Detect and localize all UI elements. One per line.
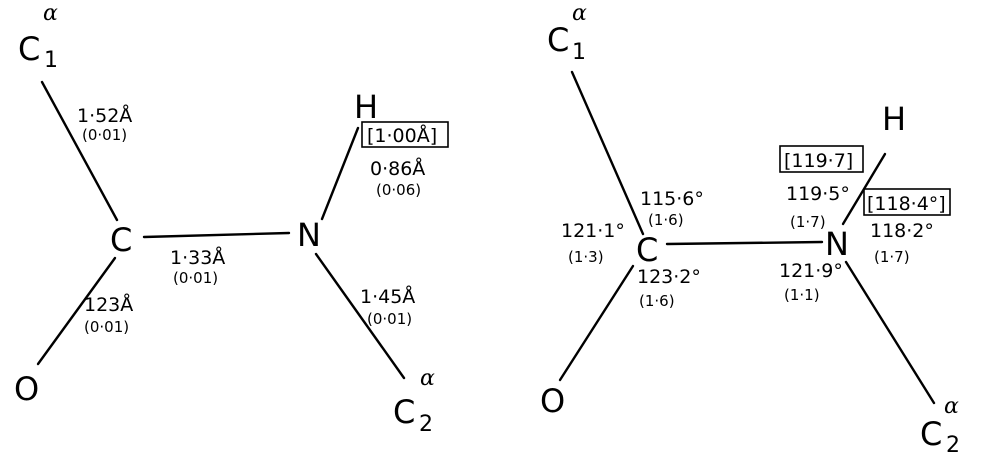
atom-symbol: C (547, 21, 569, 59)
atom-subscript: 2 (946, 433, 960, 458)
atom-carbonyl-c: C (636, 231, 658, 269)
bracket-box (779, 145, 864, 173)
atom-subscript: 1 (572, 40, 586, 65)
label-n-h-length: [1·00Å] 0·86Å (0·06) (361, 121, 449, 199)
bond-n-c2 (844, 260, 936, 405)
bond-length-bracket-value: [1·00Å] (367, 124, 437, 147)
atom-c2-alpha: C α 2 (393, 366, 435, 437)
label-h-n-c2-angle: [118·4°] 118·2° (1·7) (863, 188, 951, 266)
atom-subscript: 1 (44, 48, 58, 73)
bond-length-error: (0·01) (367, 310, 412, 328)
bracket-box (361, 121, 449, 148)
atom-c1-alpha: C α 1 (18, 1, 58, 73)
atom-amide-h: H (882, 100, 906, 138)
bond-c-o (558, 264, 635, 382)
bond-angle-error: (1·6) (648, 211, 684, 229)
atom-c2-alpha: C α 2 (920, 394, 960, 458)
bond-angle-value: 121·9° (779, 260, 843, 282)
atom-carbonyl-o: O (14, 370, 39, 408)
bond-angle-error: (1·7) (874, 248, 910, 266)
bond-length-error: (0·01) (82, 126, 127, 144)
bond-angle-error: (1·7) (790, 213, 826, 231)
bond-angle-error: (1·6) (639, 292, 675, 310)
bond-angle-value: 121·1° (561, 220, 625, 242)
bond-length-error: (0·06) (376, 181, 421, 199)
label-o-c-n-angle: 123·2° (1·6) (637, 266, 701, 310)
atom-c1-alpha: C α 1 (547, 1, 587, 65)
bond-c-o (36, 256, 117, 366)
bond-angle-bracket-value: [119·7] (784, 150, 853, 172)
bond-angles-panel: C α 1 C N H O C α 2 115·6° (1·6) 121·1° … (540, 1, 960, 458)
atom-superscript: α (420, 366, 435, 391)
bond-length-value: 1·33Å (170, 246, 225, 269)
bond-c-n (142, 231, 291, 239)
atom-carbonyl-c: C (110, 221, 132, 259)
atom-amide-n: N (825, 225, 849, 263)
bond-length-error: (0·01) (84, 318, 129, 336)
label-c-n-h-angle: [119·7] 119·5° (1·7) (779, 145, 864, 231)
atom-superscript: α (572, 1, 587, 26)
bond-lengths-panel: C α 1 C N H O C α 2 1·52Å (0·01) [1·00Å]… (14, 1, 449, 437)
label-n-c2-length: 1·45Å (0·01) (360, 285, 415, 328)
label-c1-c-o-angle: 121·1° (1·3) (561, 220, 625, 266)
bond-n-h (320, 126, 360, 221)
atom-superscript: α (43, 1, 58, 26)
bond-c1-c (40, 80, 119, 222)
bracket-box (863, 188, 951, 216)
atom-superscript: α (944, 394, 959, 419)
bond-c-n (665, 240, 824, 246)
bond-length-value: 0·86Å (370, 157, 425, 180)
bond-length-value: 123Å (84, 293, 133, 316)
bond-length-error: (0·01) (173, 269, 218, 287)
bond-angle-value: 119·5° (786, 183, 850, 205)
bond-length-value: 1·45Å (360, 285, 415, 308)
bond-angle-value: 115·6° (640, 188, 704, 210)
bond-angle-bracket-value: [118·4°] (867, 193, 946, 215)
bond-n-c2 (314, 252, 406, 380)
label-c-n-c2-angle: 121·9° (1·1) (779, 260, 843, 304)
atom-carbonyl-o: O (540, 382, 565, 420)
label-c-o-length: 123Å (0·01) (84, 293, 133, 336)
atom-subscript: 2 (419, 412, 433, 437)
atom-amide-h: H (354, 88, 378, 126)
bond-angle-error: (1·1) (784, 286, 820, 304)
label-c-n-length: 1·33Å (0·01) (170, 246, 225, 287)
atom-symbol: C (393, 393, 415, 431)
atom-symbol: C (920, 415, 942, 453)
bond-angle-value: 123·2° (637, 266, 701, 288)
label-c1-c-length: 1·52Å (0·01) (77, 104, 132, 144)
bond-c1-c (570, 70, 645, 236)
bond-angle-value: 118·2° (870, 220, 934, 242)
atom-symbol: C (18, 30, 40, 68)
atom-amide-n: N (297, 216, 321, 254)
bond-angle-error: (1·3) (568, 248, 604, 266)
label-c1-c-n-angle: 115·6° (1·6) (640, 188, 704, 229)
bond-length-value: 1·52Å (77, 104, 132, 127)
